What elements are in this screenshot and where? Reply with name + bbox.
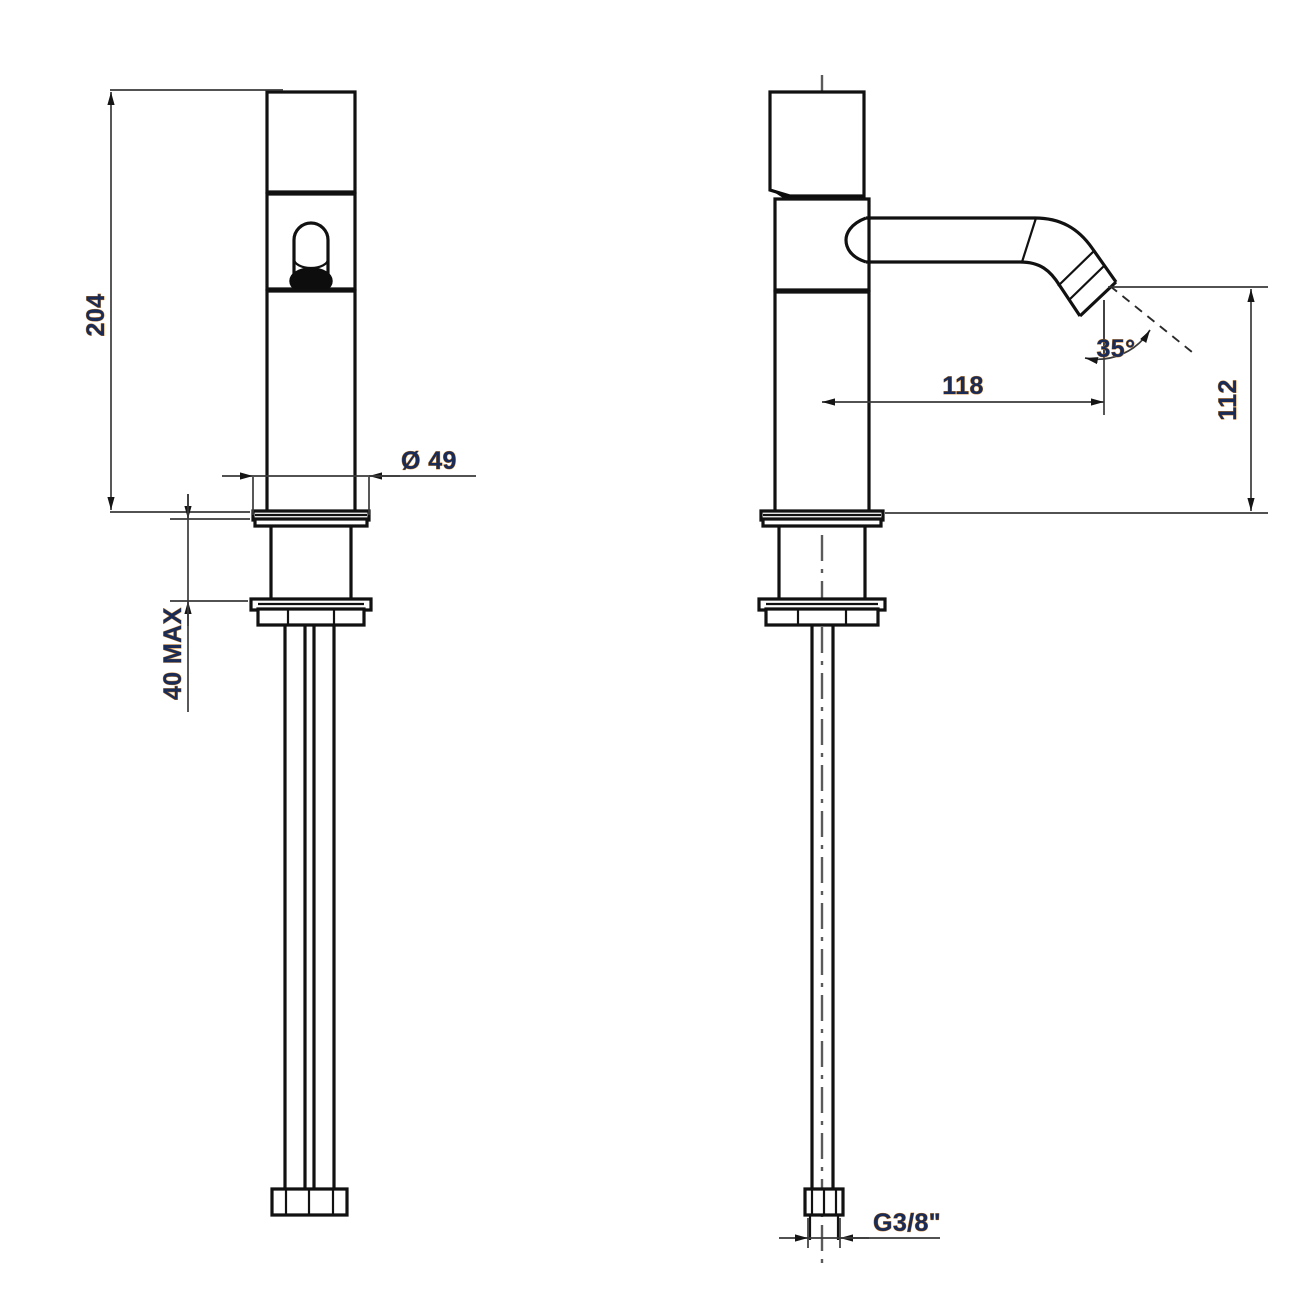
supply-thread-value: G3/8" <box>873 1209 941 1237</box>
spout-height-dimension: 112 <box>885 286 1268 514</box>
overall-height-dimension: 204 <box>82 89 283 513</box>
front-upper-flange <box>251 509 371 528</box>
supply-thread-callout: G3/8" <box>779 1209 941 1248</box>
front-handle-block <box>265 90 357 194</box>
base-diameter-value: Ø 49 <box>401 447 457 475</box>
side-hex-connector <box>803 1187 845 1240</box>
front-hex-connectors <box>270 1187 349 1217</box>
front-supply-tubes <box>283 625 336 1190</box>
front-lower-flange <box>249 597 373 627</box>
overall-height-value: 204 <box>82 294 110 337</box>
max-deck-thickness-dimension: 40 MAX <box>159 494 250 712</box>
front-upper-body <box>265 192 357 295</box>
base-diameter-dimension: Ø 49 <box>222 447 476 515</box>
spout-arm <box>844 216 1118 318</box>
side-lower-flange <box>757 597 887 627</box>
outlet-angle-dimension: 35° <box>1084 285 1193 365</box>
front-shank <box>269 526 353 600</box>
side-view-geometry <box>757 75 1118 1265</box>
spout-reach-value: 118 <box>942 372 984 400</box>
spout-reach-dimension: 118 <box>822 300 1105 415</box>
side-handle-block <box>768 90 866 200</box>
side-shank <box>777 526 867 600</box>
front-view-geometry <box>249 90 373 1217</box>
spout-height-value: 112 <box>1214 379 1242 421</box>
side-supply-tube <box>810 625 835 1190</box>
outlet-angle-value: 35° <box>1096 335 1135 363</box>
front-lower-body <box>265 289 357 514</box>
side-upper-body <box>773 197 871 292</box>
max-deck-thickness-value: 40 MAX <box>159 607 187 700</box>
side-upper-flange <box>759 509 885 528</box>
